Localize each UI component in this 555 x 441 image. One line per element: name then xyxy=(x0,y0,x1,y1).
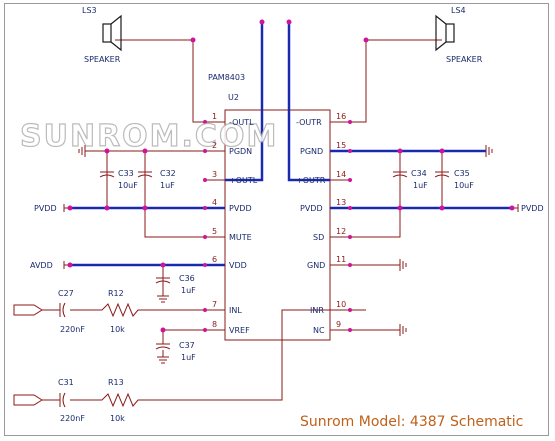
net-pvdd-right: PVDD xyxy=(521,204,544,213)
schematic-frame xyxy=(4,3,549,436)
cap-c37 xyxy=(155,343,171,350)
svg-text:12: 12 xyxy=(336,227,346,236)
net-pvdd-left: PVDD xyxy=(34,204,57,213)
cap-c33 xyxy=(99,171,115,178)
svg-text:NC: NC xyxy=(313,326,325,335)
c36-value: 1uF xyxy=(181,286,196,295)
c37-value: 1uF xyxy=(181,353,196,362)
svg-text:11: 11 xyxy=(336,255,346,264)
c35-ref: C35 xyxy=(454,169,470,178)
svg-text:10: 10 xyxy=(336,300,346,309)
svg-text:-OUTL: -OUTL xyxy=(229,118,254,127)
ls3-ref: LS3 xyxy=(82,6,97,15)
ic-part: PAM8403 xyxy=(208,73,245,82)
wire-mute xyxy=(144,151,225,238)
c32-value: 1uF xyxy=(160,181,175,190)
svg-text:PVDD: PVDD xyxy=(229,204,252,213)
c31-value: 220nF xyxy=(60,414,85,423)
bus-outr-pos xyxy=(287,22,330,182)
cap-c35 xyxy=(434,171,450,178)
c33-value: 10uF xyxy=(118,181,138,190)
ls4-label: SPEAKER xyxy=(446,55,483,64)
cap-c34 xyxy=(392,171,408,178)
svg-text:INR: INR xyxy=(310,306,324,315)
ground-left-pgnd xyxy=(78,145,86,157)
c33-ref: C33 xyxy=(118,169,134,178)
speaker-ls3-icon xyxy=(102,14,122,52)
ground-nc xyxy=(399,324,407,336)
svg-text:9: 9 xyxy=(336,320,341,329)
ground-c36 xyxy=(157,295,169,303)
speaker-ls4-icon xyxy=(435,14,455,52)
svg-text:PGDN: PGDN xyxy=(229,147,252,156)
cap-c36 xyxy=(155,277,171,284)
r12-value: 10k xyxy=(110,325,125,334)
schematic-caption: Sunrom Model: 4387 Schematic xyxy=(300,414,523,430)
svg-text:INL: INL xyxy=(229,306,242,315)
c32-ref: C32 xyxy=(160,169,176,178)
svg-text:16: 16 xyxy=(336,112,346,121)
svg-text:+OUTL: +OUTL xyxy=(229,176,258,185)
svg-text:PVDD: PVDD xyxy=(300,204,323,213)
r13-ref: R13 xyxy=(108,378,124,387)
input-connector-right xyxy=(13,394,43,406)
ic-pins-right: 16 -OUTR 15 PGND 14 +OUTR 13 PVDD 12 SD … xyxy=(296,112,346,335)
net-avdd: AVDD xyxy=(30,261,53,270)
ground-gnd xyxy=(399,259,407,271)
svg-text:8: 8 xyxy=(212,320,217,329)
cap-c31 xyxy=(59,392,66,408)
svg-text:2: 2 xyxy=(212,141,217,150)
ground-right-pgnd xyxy=(485,145,493,157)
ic-body xyxy=(224,109,331,341)
svg-text:-OUTR: -OUTR xyxy=(296,118,322,127)
bus-outl-pos xyxy=(225,22,264,182)
wire-inr xyxy=(42,309,330,408)
svg-text:13: 13 xyxy=(336,198,346,207)
wire-sd xyxy=(330,151,401,238)
c27-value: 220nF xyxy=(60,325,85,334)
ground-c37 xyxy=(157,356,169,364)
cap-c32 xyxy=(137,171,153,178)
svg-text:7: 7 xyxy=(212,300,217,309)
svg-text:3: 3 xyxy=(212,170,217,179)
svg-text:VDD: VDD xyxy=(229,261,247,270)
cap-c27 xyxy=(59,302,66,318)
ls4-ref: LS4 xyxy=(451,6,466,15)
svg-text:GND: GND xyxy=(307,261,325,270)
ic-pins-left: 1 -OUTL 2 PGDN 3 +OUTL 4 PVDD 5 MUTE 6 V… xyxy=(212,112,258,335)
wire-ls4-neg xyxy=(330,39,442,123)
ic-ref: U2 xyxy=(228,93,239,102)
svg-text:MUTE: MUTE xyxy=(229,233,252,242)
c37-ref: C37 xyxy=(179,341,195,350)
svg-text:SD: SD xyxy=(313,233,324,242)
c31-ref: C31 xyxy=(58,378,74,387)
svg-text:6: 6 xyxy=(212,255,217,264)
c36-ref: C36 xyxy=(179,274,195,283)
svg-text:VREF: VREF xyxy=(229,326,250,335)
input-connector-left xyxy=(13,304,43,316)
wire-inl xyxy=(42,302,225,318)
c27-ref: C27 xyxy=(58,289,74,298)
c34-ref: C34 xyxy=(411,169,427,178)
svg-text:4: 4 xyxy=(212,198,217,207)
r12-ref: R12 xyxy=(108,289,124,298)
c35-value: 10uF xyxy=(454,181,474,190)
svg-text:+OUTR: +OUTR xyxy=(296,176,326,185)
c34-value: 1uF xyxy=(413,181,428,190)
svg-text:14: 14 xyxy=(336,170,346,179)
svg-text:15: 15 xyxy=(336,141,346,150)
r13-value: 10k xyxy=(110,414,125,423)
watermark: SUNROM.COM xyxy=(20,119,278,154)
svg-text:1: 1 xyxy=(212,112,217,121)
svg-text:5: 5 xyxy=(212,227,217,236)
ls3-label: SPEAKER xyxy=(84,55,121,64)
svg-text:PGND: PGND xyxy=(300,147,323,156)
